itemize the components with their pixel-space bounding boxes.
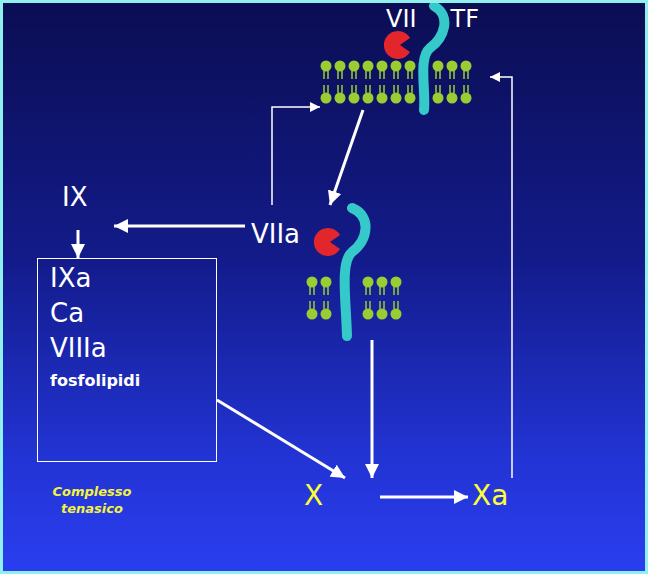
- factor-name: TF: [451, 6, 479, 34]
- membrane-bilayer: [431, 60, 473, 104]
- tenase-box: IXaCaVIIIa fosfolipidi: [37, 258, 217, 462]
- reaction-arrow: [371, 340, 374, 478]
- complex-caption: Complesso tenasico: [36, 484, 148, 518]
- reaction-arrow: [114, 225, 245, 228]
- factor-viia-shape: [314, 228, 340, 256]
- complex-component: Ca: [50, 299, 84, 329]
- tissue-factor: [423, 6, 444, 110]
- factor-name: VII: [386, 6, 417, 34]
- label-holder: Complesso tenasico: [36, 484, 148, 518]
- membrane-bilayer: [361, 276, 403, 320]
- reaction-arrow: [380, 496, 468, 499]
- factor-label: Xa: [468, 478, 532, 516]
- factor-vii-shape: [384, 31, 410, 59]
- tissue-factor: [345, 208, 366, 336]
- factor-name: X: [304, 480, 323, 512]
- factor-label: X: [300, 478, 380, 516]
- reaction-arrow: [490, 77, 512, 478]
- reaction-arrow: [330, 110, 363, 205]
- membrane-bilayer: [305, 276, 333, 320]
- complex-component: fosfolipidi: [50, 372, 140, 390]
- tf-complex: VII TF: [320, 4, 490, 110]
- membrane-bilayer: [319, 60, 417, 104]
- factor-name: IX: [62, 183, 87, 213]
- reaction-arrow: [217, 400, 345, 478]
- factor-label: IX: [40, 180, 114, 230]
- complex-component: IXa: [50, 264, 91, 294]
- reaction-arrow: [272, 107, 320, 205]
- factor-name: VIIa: [251, 220, 300, 250]
- factor-name: Xa: [472, 480, 508, 512]
- tf-viia-complex: VIIa: [245, 205, 405, 340]
- reaction-arrow: [77, 230, 80, 258]
- complex-component: VIIIa: [50, 334, 107, 364]
